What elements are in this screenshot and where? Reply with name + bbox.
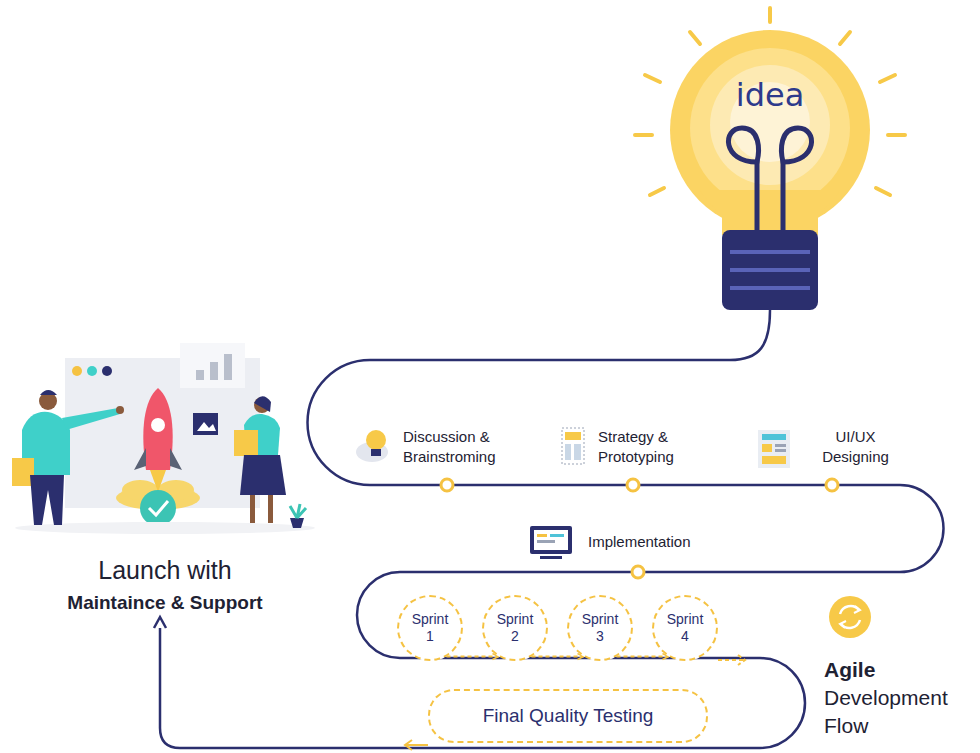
uiux-icon xyxy=(758,430,790,468)
step-label: Launch with xyxy=(98,554,231,587)
sprint-circle: Sprint 2 xyxy=(482,595,548,661)
arrowhead xyxy=(154,617,166,628)
sprint-circle: Sprint 3 xyxy=(567,595,633,661)
sprint-circle: Sprint 1 xyxy=(397,595,463,661)
step-dots xyxy=(441,479,838,578)
prototype-icon xyxy=(562,428,584,464)
node-text: Sprint 1 xyxy=(407,611,453,645)
process-box: Final Quality Testing xyxy=(428,689,708,743)
step-label: Agile xyxy=(824,656,875,683)
lightbulb-label: idea xyxy=(710,70,830,120)
node-text: Final Quality Testing xyxy=(483,705,654,727)
sprint-arrow xyxy=(447,656,499,658)
sprint-circle: Sprint 4 xyxy=(652,595,718,661)
sprint-guide xyxy=(718,655,745,665)
brainstorm-icon xyxy=(356,430,388,462)
sprint-arrow xyxy=(617,656,669,658)
step-label: Implementation xyxy=(588,532,691,552)
node-text: Sprint 3 xyxy=(577,611,623,645)
agile-icon xyxy=(829,596,871,638)
code-icon xyxy=(530,526,572,559)
sprint-arrow xyxy=(532,656,584,658)
step-label: Strategy & Prototyping xyxy=(598,427,713,467)
step-label: Development Flow xyxy=(824,684,964,740)
lightbulb xyxy=(670,30,870,310)
step-label: UI/UX Designing xyxy=(808,427,903,467)
testing-arrow xyxy=(405,740,428,750)
step-label: Maintaince & Support xyxy=(67,590,262,615)
step-label: Discussion & Brainstroming xyxy=(403,427,528,467)
node-text: Sprint 4 xyxy=(662,611,708,645)
node-text: idea xyxy=(736,76,805,114)
launch-illustration xyxy=(12,343,315,534)
node-text: Sprint 2 xyxy=(492,611,538,645)
